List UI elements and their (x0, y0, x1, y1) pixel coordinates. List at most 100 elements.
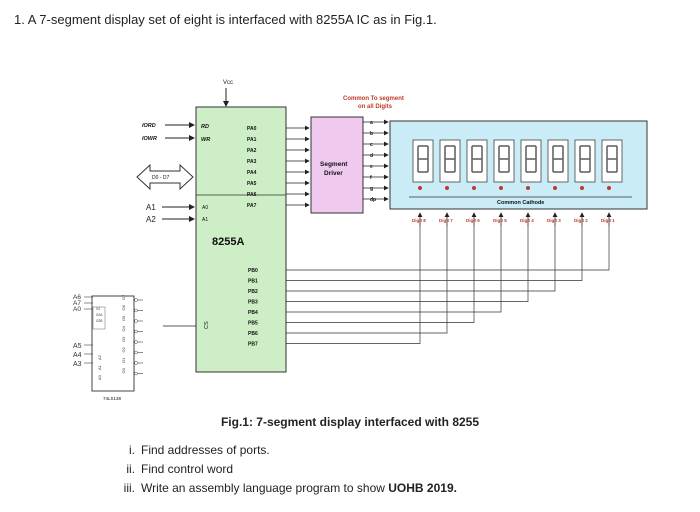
decoder-output-label-0: O7 (121, 294, 126, 300)
decoder-output-bubble-3 (134, 329, 138, 334)
decoder-enable-input-1: A7 (73, 300, 81, 307)
port-a-label-0: PA0 (247, 126, 257, 132)
digit-cathode-dot (607, 186, 611, 190)
digit-cathode-dot (445, 186, 449, 190)
circuit-diagram: 8255A Vcc IORD IOWR RD WR D0 - D7 A1 A2 … (73, 80, 648, 401)
port-b-wire-6 (286, 226, 448, 334)
question-text: 1. A 7-segment display set of eight is i… (14, 12, 437, 27)
segment-label-f: f (370, 175, 372, 181)
port-a-label-5: PA5 (247, 181, 257, 187)
segment-label-g: g (370, 186, 373, 192)
decoder-output-label-7: O0 (121, 367, 126, 373)
a1-input: A1 (146, 203, 156, 212)
task-text: Write an assembly language program to sh… (141, 481, 389, 495)
data-bus-label: D0 - D7 (152, 175, 169, 181)
digit-cathode-dot (580, 186, 584, 190)
chip-8255a (195, 106, 287, 373)
decoder-select-pin-1: A1 (97, 364, 102, 370)
decoder-select-input-0: A5 (73, 343, 82, 350)
digit-display-3 (547, 139, 569, 190)
chip-label: 8255A (212, 236, 244, 248)
port-b-wire-1 (286, 226, 583, 281)
segment-label-d: d (370, 153, 373, 159)
task-bold-text: UOHB 2019. (388, 481, 457, 495)
decoder-enable-input-0: A6 (73, 294, 81, 301)
segment-label-dp: dp (370, 197, 376, 203)
decoder-select-pin-0: A0 (97, 374, 102, 380)
a2-input: A2 (146, 215, 156, 224)
common-cathode-label: Common Cathode (497, 200, 544, 206)
port-b-label-2: PB2 (248, 289, 258, 295)
port-a-label-6: PA6 (247, 192, 257, 198)
decoder-pins: A6G1A7G2AA0G2BA5A4A3A0A1A2O7O6O5O4O3O2O1… (73, 294, 143, 380)
digit-cathode-dot (499, 186, 503, 190)
digit-display-2 (574, 139, 596, 190)
digit-label-6: Digit 6 (466, 218, 480, 223)
port-b-wire-7 (286, 226, 421, 344)
decoder-output-label-4: O3 (121, 336, 126, 342)
digit-display-8 (412, 139, 434, 190)
segment-label-a: a (370, 120, 373, 126)
digit-label-7: Digit 7 (439, 218, 453, 223)
port-b-wire-5 (286, 226, 475, 323)
segment-label-b: b (370, 131, 373, 137)
digit-cathode-dot (526, 186, 530, 190)
driver-label-1: Segment (320, 161, 348, 168)
decoder-enable-pin-1: G2A (96, 313, 103, 317)
digit-display-7 (439, 139, 461, 190)
port-b-label-1: PB1 (248, 279, 258, 285)
port-b-wire-2 (286, 226, 556, 292)
digit-cathode-dot (418, 186, 422, 190)
port-b-wire-4 (286, 226, 502, 313)
decoder-output-bubble-2 (134, 319, 138, 323)
port-a-label-3: PA3 (247, 159, 257, 165)
decoder-select-input-2: A3 (73, 361, 82, 368)
decoder-output-bubble-5 (134, 350, 138, 355)
driver-label-2: Driver (324, 170, 343, 177)
port-b-label-4: PB4 (248, 310, 258, 316)
decoder-enable-pin-2: G2B (96, 319, 102, 323)
decoder-select-pin-2: A2 (97, 354, 102, 360)
decoder-output-bubble-7 (134, 371, 138, 376)
task-item-3: iii.Write an assembly language program t… (113, 481, 457, 495)
decoder-output-bubble-0 (134, 298, 138, 302)
a1-pin: A1 (202, 217, 208, 223)
vcc-label: Vcc (223, 80, 233, 86)
common-title-1: Common To segment (343, 96, 404, 102)
port-a-label-4: PA4 (247, 170, 257, 176)
task-item-1: i. Find addresses of ports. (113, 443, 270, 457)
decoder-output-bubble-4 (134, 340, 138, 344)
decoder-output-label-5: O2 (121, 346, 126, 352)
digit-cathode-dot (553, 186, 557, 190)
port-a-label-2: PA2 (247, 148, 257, 154)
digit-label-4: Digit 4 (520, 218, 534, 223)
decoder-output-bubble-6 (134, 361, 138, 365)
task-text: Find control word (141, 462, 234, 476)
decoder-output-label-3: O4 (121, 325, 126, 331)
decoder-output-label-2: O5 (121, 315, 126, 321)
decoder-enable-pin-0: G1 (96, 307, 100, 311)
wr-pin: WR (201, 137, 210, 143)
common-title-2: on all Digits (358, 104, 393, 110)
decoder-enable-input-2: A0 (73, 306, 81, 313)
rd-pin: RD (201, 124, 209, 130)
decoder-output-label-6: O1 (121, 357, 126, 363)
digit-display-4 (520, 139, 542, 190)
port-b-label-6: PB6 (248, 331, 258, 337)
segment-label-c: c (370, 142, 373, 148)
task-number: i. (129, 443, 135, 457)
decoder-output-bubble-1 (134, 308, 138, 313)
task-item-2: ii.Find control word (113, 462, 233, 476)
digit-label-3: Digit 3 (547, 218, 561, 223)
task-text: Find addresses of ports. (141, 443, 270, 457)
cs-pin: CS (204, 321, 210, 329)
port-a-label-7: PA7 (247, 203, 257, 209)
port-b-label-7: PB7 (248, 342, 258, 348)
figure-caption: Fig.1: 7-segment display interfaced with… (220, 415, 480, 429)
digit-cathode-dot (472, 186, 476, 190)
digit-display-5 (493, 139, 515, 190)
segment-driver (310, 116, 364, 214)
iowr-label: IOWR (142, 136, 157, 142)
